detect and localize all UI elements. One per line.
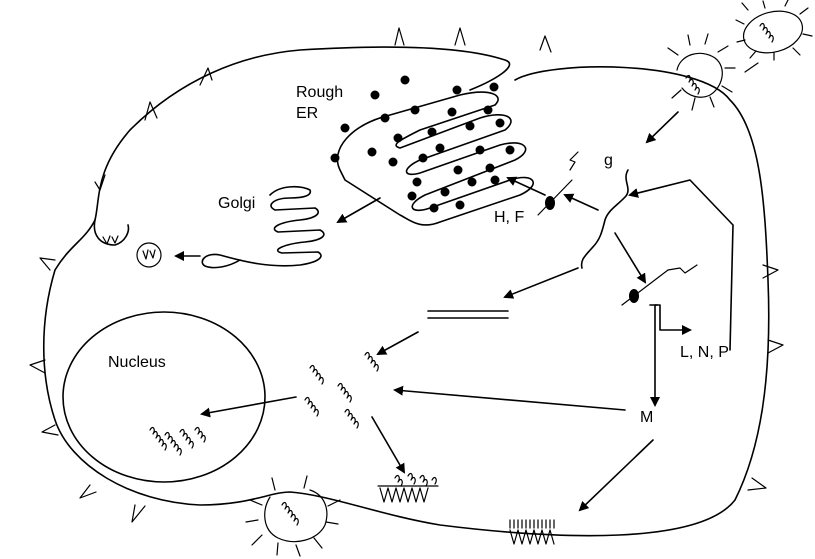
glycoprotein-symbol bbox=[538, 152, 578, 215]
golgi-label: Golgi bbox=[218, 195, 255, 212]
nucleus bbox=[63, 312, 265, 482]
genome-coils-cytoplasm bbox=[305, 352, 378, 428]
arrow-m-to-membrane bbox=[580, 440, 653, 510]
arrow-strands-to-coils bbox=[378, 332, 418, 354]
arrow-lnp-to-m bbox=[655, 305, 657, 405]
polymerase-label: L, N, P bbox=[680, 344, 729, 361]
antigenome-strands bbox=[428, 311, 508, 318]
arrow-lnp-to-label bbox=[650, 305, 690, 330]
matrix-label: M bbox=[640, 409, 653, 426]
polymerase-symbol bbox=[622, 265, 697, 305]
secretory-vesicle bbox=[137, 243, 161, 267]
virus-particle-budding bbox=[246, 476, 340, 556]
arrow-er-to-golgi bbox=[338, 198, 380, 222]
arrow-genome-to-strands bbox=[505, 268, 578, 297]
genome-coils-in-nucleus bbox=[150, 427, 205, 455]
arrow-entry-to-genome bbox=[647, 112, 678, 142]
cell-membrane bbox=[44, 47, 769, 536]
genome-label: g bbox=[604, 152, 613, 169]
virus-particle-entering bbox=[668, 34, 735, 110]
arrow-hf-to-er bbox=[508, 178, 545, 195]
arrow-coils-to-nucleus bbox=[202, 397, 296, 414]
ribosomes bbox=[331, 76, 515, 213]
membrane-spikes bbox=[30, 28, 783, 522]
nucleus-label: Nucleus bbox=[108, 354, 166, 371]
glycoprotein-label: H, F bbox=[494, 209, 524, 226]
genome-strand bbox=[582, 170, 628, 268]
rough-er-label-line2: ER bbox=[296, 105, 318, 122]
arrow-lnp-feedback-to-genome bbox=[630, 180, 733, 350]
membrane-protein-patch-left bbox=[378, 473, 438, 502]
arrow-m-to-coils bbox=[395, 390, 625, 410]
arrow-genome-to-lnp-symbol bbox=[615, 233, 645, 282]
arrow-genome-to-hf bbox=[565, 195, 598, 210]
virus-particle-outside bbox=[736, 0, 812, 72]
arrow-coils-to-budding bbox=[372, 417, 404, 472]
rough-er-label-line1: Rough bbox=[296, 84, 343, 101]
